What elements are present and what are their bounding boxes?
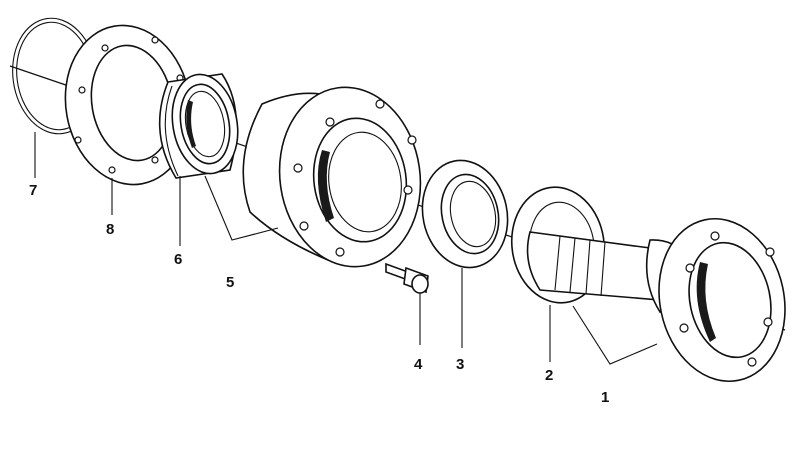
callout-4: 4 <box>414 356 423 373</box>
output-shaft <box>526 217 786 383</box>
callout-6: 6 <box>174 251 182 268</box>
leader-5 <box>204 175 279 241</box>
callout-3: 3 <box>456 356 464 373</box>
leader-1 <box>572 305 658 365</box>
callout-7: 7 <box>29 182 37 199</box>
bearing <box>158 73 239 179</box>
callout-5: 5 <box>226 274 234 291</box>
gasket-plate <box>64 24 192 186</box>
callout-2: 2 <box>545 367 553 384</box>
seal-ring <box>421 159 509 269</box>
hub-housing <box>242 86 422 268</box>
bolt <box>385 262 429 294</box>
callout-1: 1 <box>601 389 609 406</box>
callout-8: 8 <box>106 221 114 238</box>
